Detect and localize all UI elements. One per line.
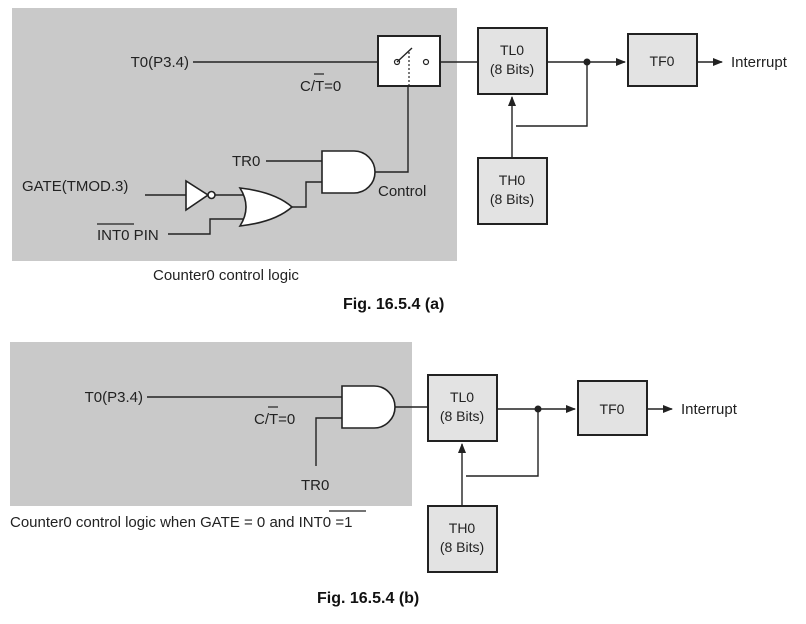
tl0-bits-b: (8 Bits): [440, 408, 484, 424]
tl0-name-a: TL0: [500, 42, 524, 58]
and-gate-b: [341, 385, 396, 429]
tr0-label-a: TR0: [232, 153, 260, 170]
panel-caption-b: Counter0 control logic when GATE = 0 and…: [10, 514, 352, 531]
t0-pin-label-a: T0(P3.4): [131, 54, 189, 71]
th0-bits-a: (8 Bits): [490, 191, 534, 207]
ct-label-a: C/T=0: [300, 78, 341, 95]
fig-caption-b: Fig. 16.5.4 (b): [317, 590, 419, 607]
or-gate-a: [238, 187, 294, 227]
int0-pin-label-a: INT0 PIN: [97, 227, 159, 244]
t0-pin-label-b: T0(P3.4): [85, 389, 143, 406]
tl0-block-b: [427, 374, 498, 442]
tl0-name-b: TL0: [450, 389, 474, 405]
figure-a: T0(P3.4) C/T=0 TR0 GATE(TMOD.3) INT0: [12, 8, 788, 313]
th0-name-b: TH0: [449, 520, 476, 536]
th0-block-b: [427, 505, 498, 573]
fig-caption-a: Fig. 16.5.4 (a): [343, 296, 444, 313]
th0-block-a: [477, 157, 548, 225]
ct-label-b: C/T=0: [254, 411, 295, 428]
th0-name-a: TH0: [499, 172, 526, 188]
tf0-block-b: [577, 380, 648, 436]
tf0-label-b: TF0: [600, 401, 625, 417]
interrupt-label-a: Interrupt: [731, 54, 788, 71]
control-label-a: Control: [378, 183, 426, 200]
tl0-block-a: [477, 27, 548, 95]
gate-label-a: GATE(TMOD.3): [22, 178, 128, 195]
panel-caption-a: Counter0 control logic: [153, 267, 299, 284]
tr0-label-b: TR0: [301, 477, 329, 494]
tf0-block-a: [627, 33, 698, 87]
tl0-bits-a: (8 Bits): [490, 61, 534, 77]
interrupt-label-b: Interrupt: [681, 401, 738, 418]
tf0-label-a: TF0: [650, 53, 675, 69]
switch-a: [377, 35, 441, 87]
figure-b: T0(P3.4) C/T=0 TR0 TL0 (8 Bits) TH0 (8 B…: [10, 342, 738, 607]
th0-bits-b: (8 Bits): [440, 539, 484, 555]
and-gate-a: [321, 150, 376, 194]
